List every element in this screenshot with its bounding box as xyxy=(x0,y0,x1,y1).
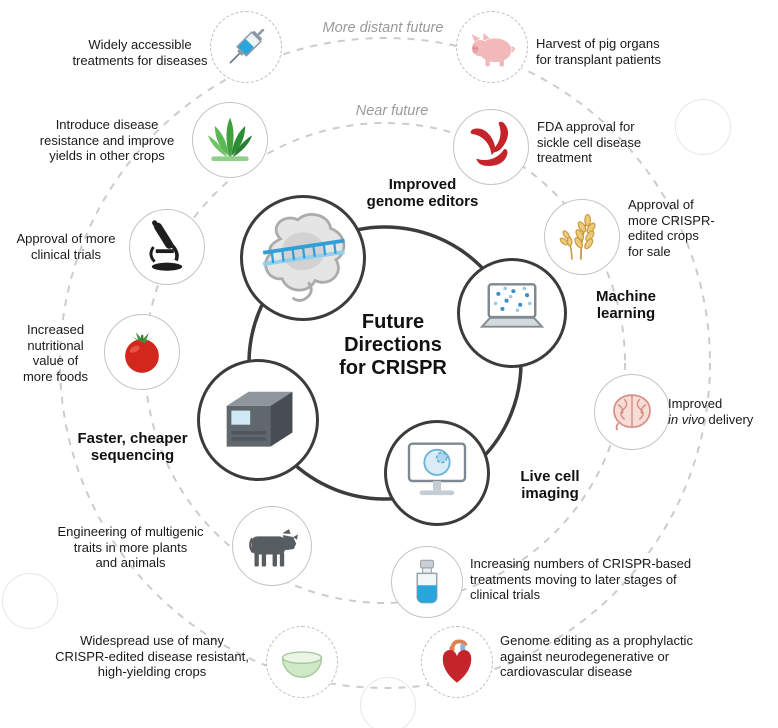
wheat-icon xyxy=(559,213,596,260)
genome-editor-node xyxy=(240,195,366,321)
ring-label-near: Near future xyxy=(350,103,434,119)
tomato-icon xyxy=(125,332,159,373)
heart-icon xyxy=(442,639,472,683)
crops-text: Introduce disease resistance and improve… xyxy=(39,117,175,163)
corn-icon xyxy=(207,117,253,161)
pig-node xyxy=(456,11,528,83)
dna-sequencer-icon xyxy=(226,391,293,447)
vial-icon xyxy=(416,559,438,604)
diagram-title: Future Directions for CRISPR xyxy=(308,311,478,380)
brain-node xyxy=(594,374,670,450)
monitor-cell-icon xyxy=(407,442,467,496)
ghost-circle xyxy=(675,99,731,155)
clinical-trials-text: Approval of more clinical trials xyxy=(16,231,116,262)
widespread-crops-text: Widespread use of many CRISPR-edited dis… xyxy=(55,633,249,679)
wheat-node xyxy=(544,199,620,275)
accessible-treatments-text: Widely accessible treatments for disease… xyxy=(72,37,208,68)
syringe-node xyxy=(210,11,282,83)
sickle-cell-node xyxy=(453,109,529,185)
syringe-icon xyxy=(229,28,265,64)
machine-learning-label: Machine learning xyxy=(595,288,656,322)
ghost-circle xyxy=(2,573,58,629)
bowl-node xyxy=(266,626,338,698)
cas9-protein-icon xyxy=(262,213,346,302)
machine-learning-node xyxy=(457,258,567,368)
nutrition-text: Increased nutritional value of more food… xyxy=(22,322,89,384)
sickle-cell-text: FDA approval for sickle cell disease tre… xyxy=(537,119,642,165)
pig-organs-text: Harvest of pig organs for transplant pat… xyxy=(536,36,662,67)
vial-node xyxy=(391,546,463,618)
microscope-icon xyxy=(149,220,183,271)
title-line-1: Future xyxy=(361,311,425,333)
treatments-text: Increasing numbers of CRISPR-based treat… xyxy=(470,556,692,602)
cow-node xyxy=(232,506,312,586)
title-line-2: Directions xyxy=(344,334,442,356)
heart-node xyxy=(421,626,493,698)
live-cell-imaging-label: Live cell imaging xyxy=(520,468,580,502)
corn-node xyxy=(192,102,268,178)
bowl-icon xyxy=(281,651,323,678)
cow-icon xyxy=(249,529,298,567)
live-cell-imaging-node xyxy=(384,420,490,526)
multigenic-text: Engineering of multigenic traits in more… xyxy=(57,524,204,570)
sequencer-node xyxy=(197,359,319,481)
tomato-node xyxy=(104,314,180,390)
microscope-node xyxy=(129,209,205,285)
sequencing-label: Faster, cheaper sequencing xyxy=(77,430,188,464)
ghost-circle xyxy=(360,677,416,728)
brain-icon xyxy=(613,394,651,431)
pig-icon xyxy=(471,32,515,67)
prophylactic-text: Genome editing as a prophylactic against… xyxy=(500,633,693,679)
sickle-cells-icon xyxy=(470,121,508,166)
genome-editors-label: Improved genome editors xyxy=(366,176,479,210)
title-line-3: for CRISPR xyxy=(339,357,447,379)
laptop-scatter-icon xyxy=(479,283,545,328)
ring-label-distant: More distant future xyxy=(317,20,449,36)
crop-sales-text: Approval of more CRISPR- edited crops fo… xyxy=(628,197,715,259)
